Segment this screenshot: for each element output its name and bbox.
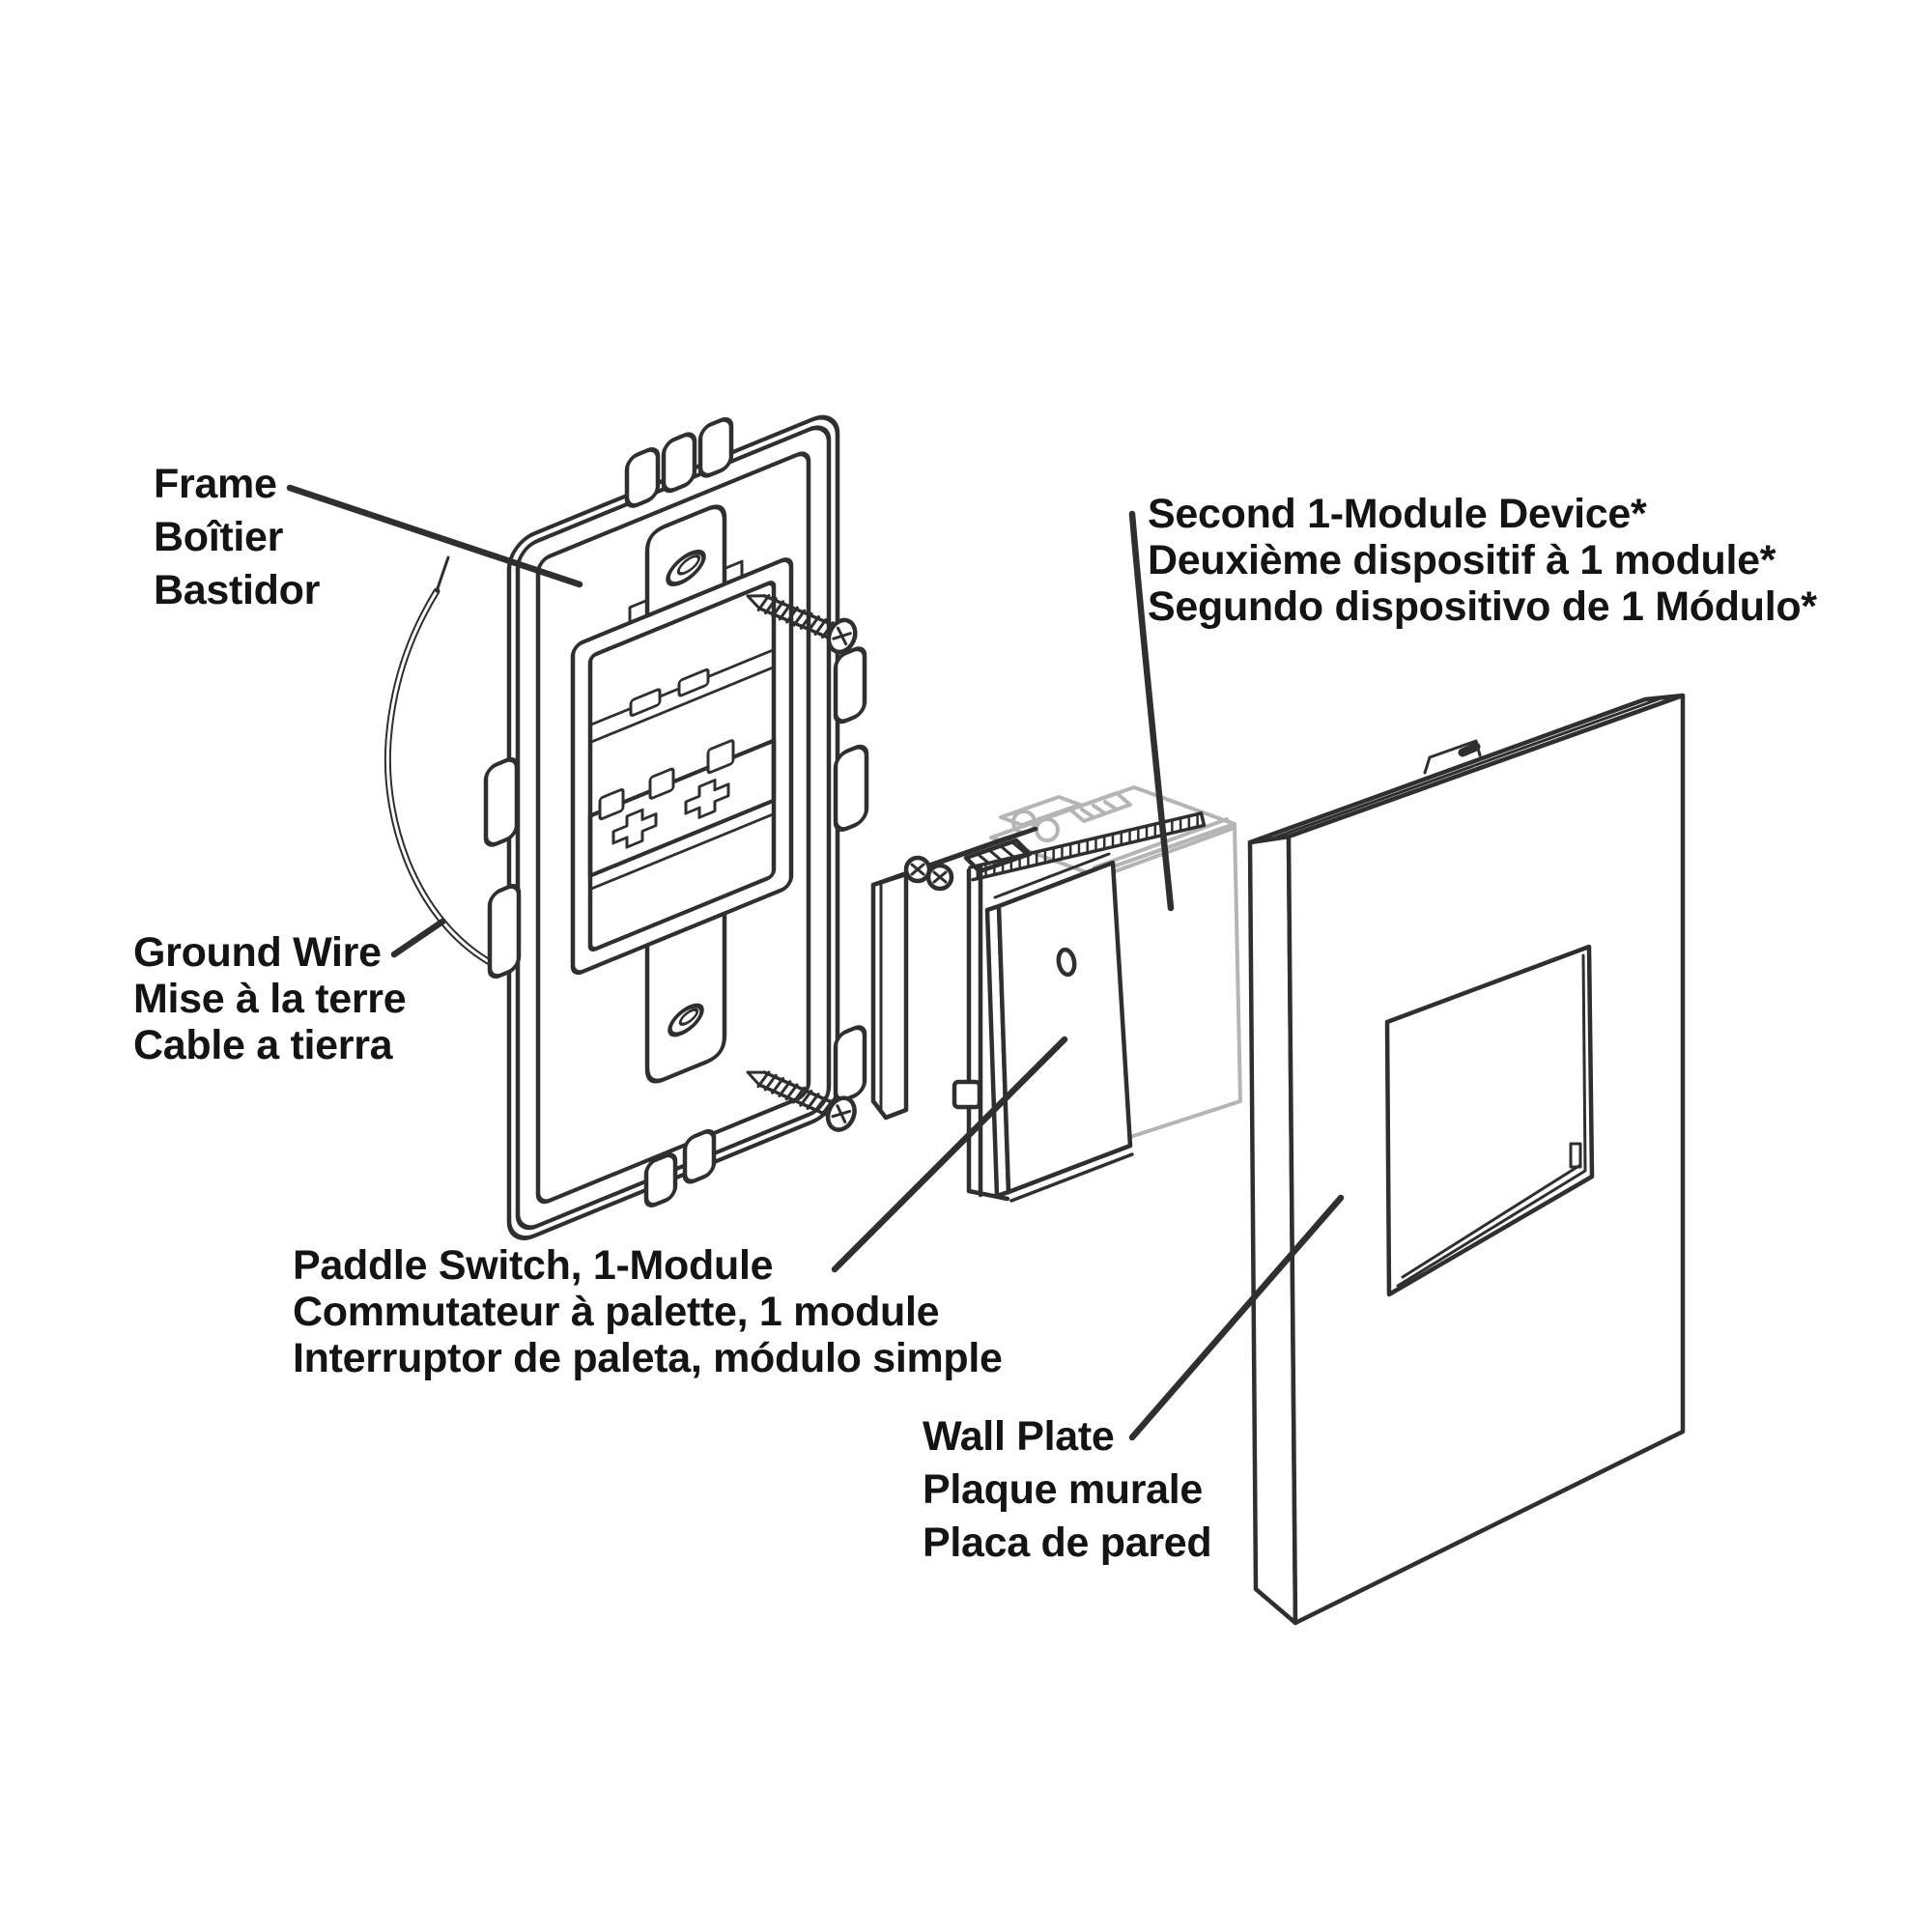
label-ground-wire-en: Ground Wire	[133, 929, 382, 976]
label-ground-wire-es: Cable a tierra	[133, 1022, 393, 1068]
leader-frame	[286, 484, 583, 588]
frame-interior-rail	[587, 738, 777, 892]
paddle-indicator-hole	[1056, 947, 1077, 978]
label-wall-plate-fr: Plaque murale	[923, 1466, 1204, 1513]
label-paddle-switch: Paddle Switch, 1-Module Commutateur à pa…	[293, 1242, 1003, 1381]
leader-ground-wire	[390, 918, 446, 958]
leader-second-module	[1128, 510, 1175, 912]
label-second-module: Second 1-Module Device* Deuxième disposi…	[1148, 491, 1817, 630]
wall-plate-opening	[1384, 944, 1595, 1297]
leader-wall-plate	[1128, 1194, 1345, 1441]
frame-top-tab	[644, 504, 727, 618]
switch-body-side	[870, 871, 909, 1121]
label-frame: Frame Boîtier Bastidor	[154, 458, 320, 617]
frame-bottom-tab	[644, 911, 727, 1084]
label-paddle-switch-fr: Commutateur à palette, 1 module	[293, 1289, 940, 1335]
frame-top-screw-hole	[666, 549, 706, 586]
label-ground-wire: Ground Wire Mise à la terre Cable a tier…	[133, 929, 407, 1068]
mounting-screw-top	[746, 594, 858, 655]
leader-lines	[286, 484, 1345, 1441]
frame-bottom-screw-hole	[668, 1003, 704, 1037]
label-wall-plate-en: Wall Plate	[923, 1413, 1115, 1460]
switch-mounting-lug	[952, 1079, 982, 1110]
leader-paddle-switch	[831, 1036, 1068, 1273]
ground-wire-bare-tip	[435, 555, 450, 593]
frame-bracket	[483, 414, 869, 1240]
paddle-face	[996, 860, 1133, 1195]
label-frame-es: Bastidor	[154, 567, 321, 613]
wall-plate	[1247, 693, 1686, 1626]
label-paddle-switch-en: Paddle Switch, 1-Module	[293, 1242, 774, 1289]
label-ground-wire-fr: Mise à la terre	[133, 976, 407, 1022]
label-second-module-fr: Deuxième dispositif à 1 module*	[1148, 537, 1776, 583]
frame-top-fins	[624, 416, 734, 508]
label-second-module-es: Segundo dispositivo de 1 Módulo*	[1148, 583, 1817, 630]
wall-plate-clip-notch	[1569, 1142, 1582, 1169]
mounting-screw-bottom	[746, 1070, 857, 1132]
label-frame-fr: Boîtier	[154, 514, 284, 560]
label-frame-en: Frame	[154, 461, 277, 507]
label-wall-plate-es: Placa de pared	[923, 1520, 1212, 1566]
wall-plate-front	[1286, 693, 1686, 1626]
label-paddle-switch-es: Interruptor de paleta, módulo simple	[293, 1335, 1003, 1381]
label-wall-plate: Wall Plate Plaque murale Placa de pared	[923, 1410, 1212, 1570]
label-second-module-en: Second 1-Module Device*	[1148, 491, 1647, 537]
frame-side-tabs	[483, 646, 869, 1103]
frame-interior-shelf	[588, 648, 776, 745]
ground-wire	[384, 555, 508, 974]
